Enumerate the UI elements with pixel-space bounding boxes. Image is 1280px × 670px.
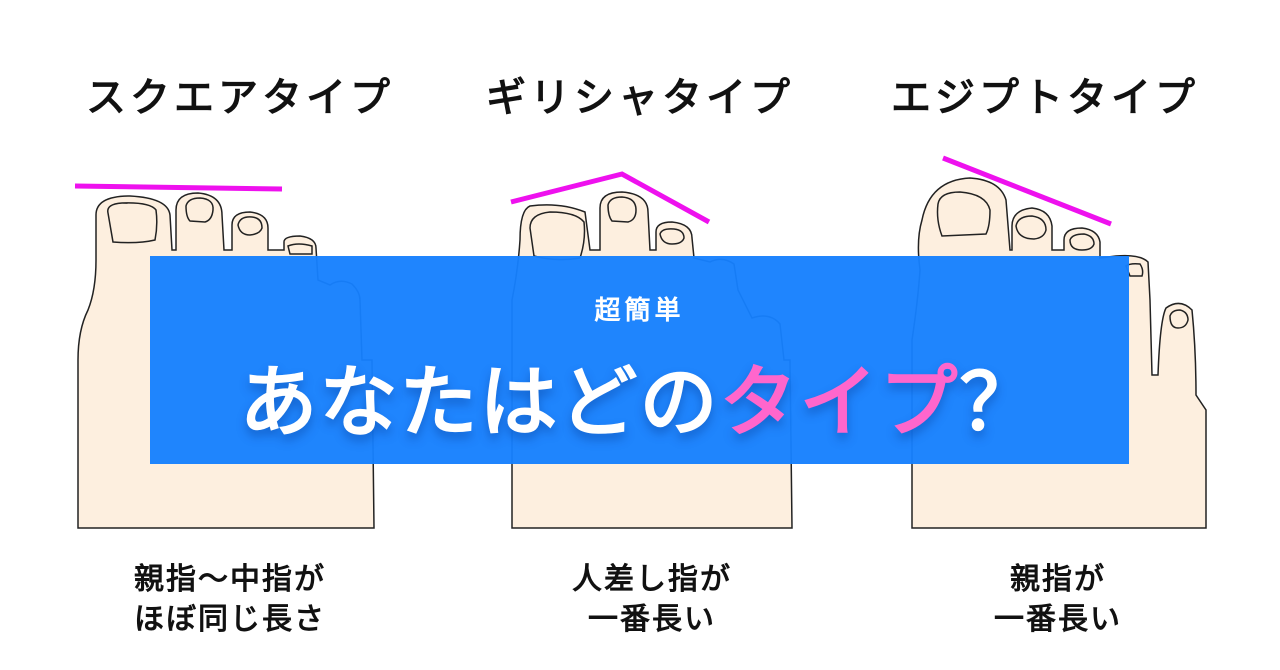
greek-guide-line	[510, 171, 711, 225]
type-title-greek: ギリシャタイプ	[486, 75, 794, 121]
headline-prefix: あなたはどの	[239, 358, 720, 448]
caption-line: 人差し指が	[572, 562, 732, 597]
square-guide-line	[74, 183, 283, 192]
caption-line: 親指が	[1010, 562, 1106, 597]
caption-line: ほぼ同じ長さ	[134, 602, 326, 637]
caption-square: 親指〜中指が ほぼ同じ長さ	[60, 560, 400, 640]
caption-greek: 人差し指が 一番長い	[482, 560, 822, 640]
banner-subtitle: 超簡単	[594, 296, 685, 326]
headline-suffix: ？	[959, 358, 1040, 448]
type-title-square: スクエアタイプ	[86, 75, 394, 121]
caption-egyptian: 親指が 一番長い	[888, 560, 1228, 640]
banner-headline: あなたはどのタイプ？	[150, 340, 1129, 452]
caption-line: 一番長い	[994, 602, 1122, 637]
headline-accent: タイプ	[719, 358, 960, 448]
egyptian-guide-line	[942, 155, 1112, 227]
caption-line: 一番長い	[588, 602, 716, 637]
headline-banner: 超簡単 あなたはどのタイプ？	[150, 256, 1129, 464]
caption-line: 親指〜中指が	[134, 562, 326, 597]
type-title-egyptian: エジプトタイプ	[891, 75, 1199, 121]
